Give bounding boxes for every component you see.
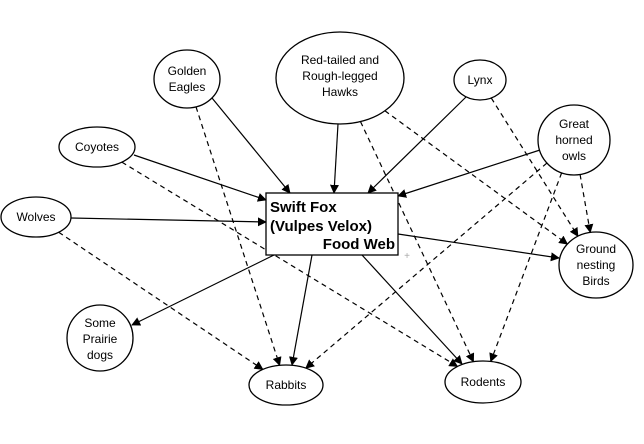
edge-owls-to-rabbits [305,162,548,369]
node-prairie-dogs: Some Prairie dogs [66,304,134,372]
node-prairie-line3: dogs [87,348,113,362]
edge-center-to-birds [397,233,560,262]
node-hawks: Red-tailed and Rough-legged Hawks [275,31,405,125]
edge-hawks-to-center [329,123,339,194]
node-coyotes: Coyotes [58,126,136,168]
node-owls-line2: horned [555,133,592,147]
node-lynx-line1: Lynx [468,73,493,87]
edge-wolves-to-center [70,217,267,227]
node-owls-line1: Great [559,117,590,131]
edge-owls-to-birds [579,174,594,234]
node-owls-line3: owls [562,149,586,163]
center-title-line2: (Vulpes Velox) [270,218,372,235]
edge-center-to-prairie [131,254,275,326]
edge-center-to-rodents [361,254,463,365]
node-golden-eagles-line2: Eagles [169,80,206,94]
node-lynx: Lynx [453,59,507,101]
node-prairie-line2: Prairie [83,332,118,346]
edges-layer [58,96,594,370]
nodes-layer: Swift Fox (Vulpes Velox) Food Web Golden… [0,31,634,406]
edge-coyotes-to-center [133,154,267,202]
node-rabbits-line1: Rabbits [266,378,307,392]
edge-owls-to-center [397,149,541,198]
node-coyotes-line1: Coyotes [75,140,119,154]
node-rodents: Rodents [444,360,522,404]
edge-wolves-to-rabbits [58,231,264,370]
edge-lynx-to-birds [490,97,579,237]
edge-owls-to-rodents [489,172,563,363]
node-wolves-line1: Wolves [16,210,55,224]
node-hawks-line1: Red-tailed and [301,53,379,67]
edge-eagles-to-center [211,97,291,194]
node-hawks-line2: Rough-legged [302,69,377,83]
center-node-swift-fox: Swift Fox (Vulpes Velox) Food Web [265,192,399,256]
node-great-horned-owls: Great horned owls [537,104,611,176]
center-title-line1: Swift Fox [270,199,337,216]
node-birds-line3: Birds [582,274,609,288]
node-wolves: Wolves [0,196,72,238]
node-hawks-line3: Hawks [322,85,358,99]
node-prairie-line1: Some [84,316,116,330]
crosshair-mark: + [404,251,410,262]
node-rabbits: Rabbits [248,364,324,406]
edge-eagles-to-rabbits [195,106,282,367]
edge-coyotes-to-rodents [121,161,459,367]
center-title-line3: Food Web [323,236,395,253]
node-birds-line1: Ground [576,242,616,256]
edge-lynx-to-center [367,96,467,194]
node-golden-eagles-line1: Golden [168,64,207,78]
node-rodents-line1: Rodents [461,375,506,389]
edge-hawks-to-birds [384,110,569,245]
edge-center-to-rabbits [289,254,313,366]
node-birds-line2: nesting [577,258,616,272]
node-ground-nesting-birds: Ground nesting Birds [558,231,634,299]
node-golden-eagles: Golden Eagles [153,49,221,109]
